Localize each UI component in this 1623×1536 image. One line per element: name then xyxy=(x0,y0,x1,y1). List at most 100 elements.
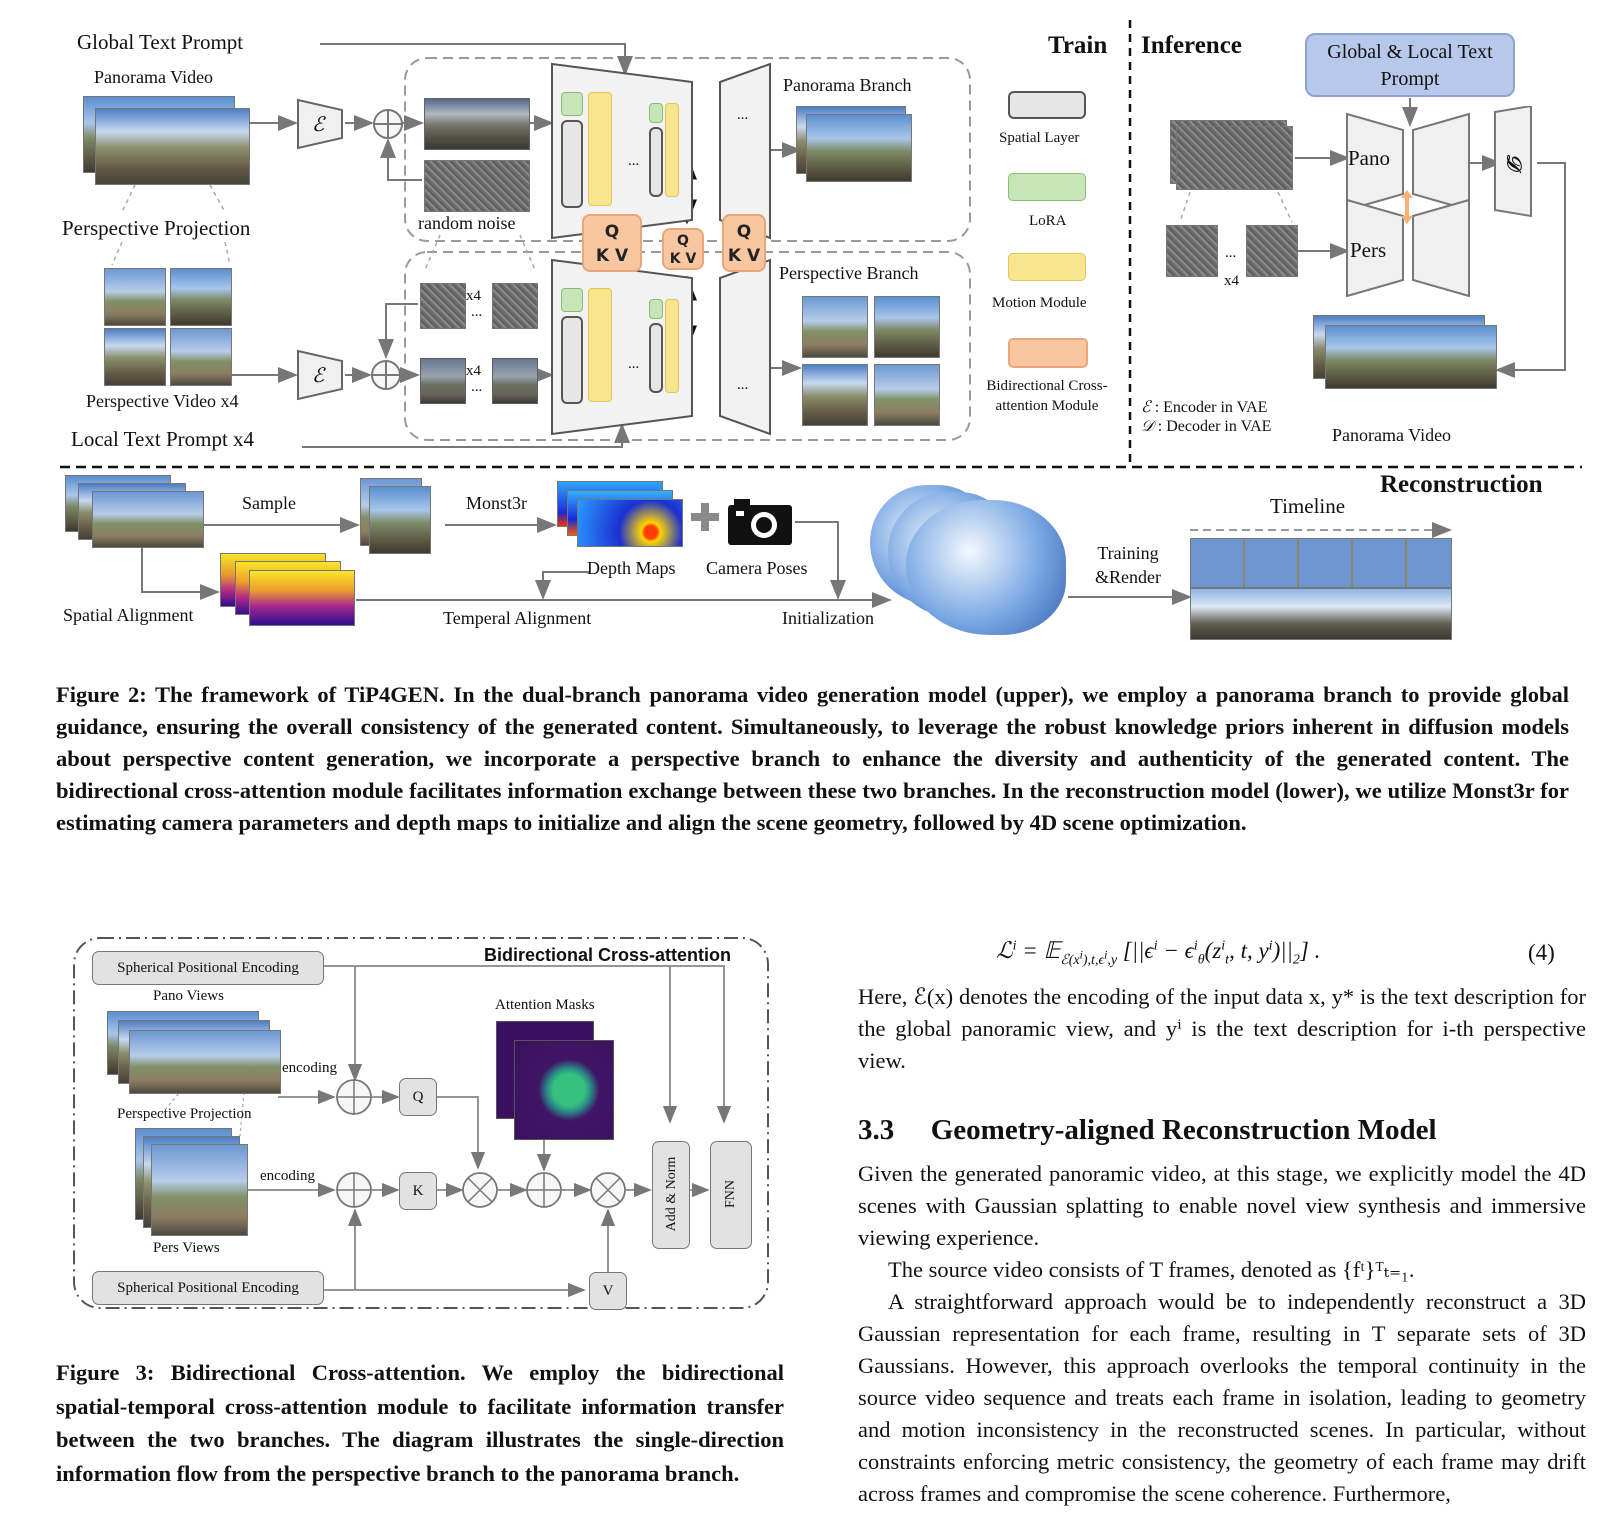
fig3-v-box: V xyxy=(589,1272,627,1310)
lora-layer-top-2 xyxy=(649,103,663,123)
inference-dots: ... xyxy=(1225,245,1237,261)
legend-lora-swatch xyxy=(1008,173,1086,201)
decoder-note-text: : Decoder in VAE xyxy=(1157,418,1272,435)
pano-views-label: Pano Views xyxy=(153,988,224,1004)
timeline-strip-bottom xyxy=(1190,588,1452,640)
pers-out-4 xyxy=(874,364,940,426)
training-render-label: Training &Render xyxy=(1095,543,1161,587)
lora-layer-bottom-2 xyxy=(649,299,663,319)
encoder-note-symbol: ℰ xyxy=(1141,399,1151,416)
dots-a: ... xyxy=(471,304,483,320)
decoder-note: 𝒟 : Decoder in VAE xyxy=(1141,418,1271,436)
fig3-v-label: V xyxy=(602,1283,614,1299)
global-local-prompt-box: Global & Local Text Prompt xyxy=(1305,33,1515,97)
para-eq-explanation: Here, ℰ(x) denotes the encoding of the i… xyxy=(858,984,1586,1073)
pers-view-2 xyxy=(170,268,232,326)
fig3-add-2 xyxy=(526,1172,562,1208)
equation-4: ℒi = 𝔼ℰ(xi),t,ϵi,y [||ϵi − ϵiθ(zit, t, y… xyxy=(996,938,1321,968)
spe-top-label: Spherical Positional Encoding xyxy=(117,960,299,976)
inference-x4: x4 xyxy=(1224,273,1239,289)
qkv-q-1: Q xyxy=(604,222,620,242)
perspective-video-label: Perspective Video x4 xyxy=(86,391,239,411)
spatial-layer-top-2 xyxy=(649,127,663,197)
fig3-k-box: K xyxy=(399,1172,437,1210)
add-circle-top xyxy=(373,109,403,139)
pers-view-4 xyxy=(170,328,232,386)
section-number: 3.3 xyxy=(858,1114,895,1146)
fig3-perspective-projection-label: Perspective Projection xyxy=(117,1106,252,1122)
section-heading: 3.3 Geometry-aligned Reconstruction Mode… xyxy=(858,1114,1437,1147)
camera-poses-label: Camera Poses xyxy=(706,558,808,578)
legend-spatial-swatch xyxy=(1008,91,1086,119)
equation-number: (4) xyxy=(1528,940,1555,965)
para-source-video: The source video consists of T frames, d… xyxy=(888,1257,1415,1282)
fig3-add-top xyxy=(336,1079,372,1115)
attention-mask-2 xyxy=(514,1040,614,1140)
encoding-label-bottom: encoding xyxy=(260,1168,315,1184)
panorama-input-front xyxy=(95,108,250,185)
pers-latent-b xyxy=(492,358,538,404)
qkv-q-2: Q xyxy=(677,233,689,249)
decoder-note-symbol: 𝒟 xyxy=(1141,418,1154,435)
depth-maps-label: Depth Maps xyxy=(587,558,676,578)
spatial-layer-bottom-2 xyxy=(649,323,663,393)
legend-motion-swatch xyxy=(1008,253,1086,281)
temporal-alignment-label: Temperal Alignment xyxy=(443,608,592,628)
qkv-q-3: Q xyxy=(736,222,752,242)
attention-masks-label: Attention Masks xyxy=(495,997,595,1013)
perspective-branch-label: Perspective Branch xyxy=(779,263,919,283)
legend-bidir-label: Bidirectional Cross-attention Module xyxy=(986,378,1108,414)
spatial-alignment-label: Spatial Alignment xyxy=(63,605,194,625)
inference-unets xyxy=(1346,106,1532,298)
figure2-caption: Figure 2: The framework of TiP4GEN. In t… xyxy=(56,682,1569,835)
inference-output-front xyxy=(1325,325,1497,389)
pers-latent-a xyxy=(420,358,466,404)
fig3-k-label: K xyxy=(412,1183,424,1199)
inference-pers-noise-b xyxy=(1246,225,1298,277)
legend-bidir-swatch xyxy=(1008,338,1088,368)
add-norm-box: Add & Norm xyxy=(652,1141,690,1249)
timeline-strip-top xyxy=(1190,538,1452,588)
random-noise-label: random noise xyxy=(418,213,516,233)
legend-spatial-label: Spatial Layer xyxy=(999,130,1080,146)
fig3-title: Bidirectional Cross-attention xyxy=(484,945,732,965)
qkv-block-2: Q K V xyxy=(662,228,704,270)
dots-bottom-unet: ... xyxy=(628,356,640,372)
encoder-note-text: : Encoder in VAE xyxy=(1154,399,1268,416)
qkv-block-3: Q K V xyxy=(722,214,766,272)
inference-pano-label: Pano xyxy=(1348,146,1390,170)
x4-label-b: x4 xyxy=(466,363,481,379)
encoder-bottom: ℰ xyxy=(297,349,343,401)
motion-layer-bottom-1 xyxy=(588,288,612,402)
global-local-prompt-text: Global & Local Text Prompt xyxy=(1327,41,1493,90)
inference-output-label: Panorama Video xyxy=(1332,425,1452,445)
pers-out-1 xyxy=(802,296,868,358)
inference-label: Inference xyxy=(1141,32,1242,59)
sample-view-2 xyxy=(369,486,431,554)
gaussian-scene-3 xyxy=(906,500,1066,635)
spe-bottom-label: Spherical Positional Encoding xyxy=(117,1280,299,1296)
inference-pano-noise xyxy=(1176,126,1293,190)
fig3-q-box: Q xyxy=(399,1078,437,1116)
spatial-layer-bottom-1 xyxy=(561,316,583,404)
pers-views-label: Pers Views xyxy=(153,1240,220,1256)
pers-view-1 xyxy=(104,268,166,326)
dots-top-right: ... xyxy=(737,107,749,123)
plus-icon xyxy=(691,503,719,531)
panorama-branch-label: Panorama Branch xyxy=(783,75,912,95)
motion-layer-top-2 xyxy=(665,103,679,197)
qkv-kv-3: K V xyxy=(727,246,761,266)
inference-pers-noise-a xyxy=(1166,225,1218,277)
encoding-label-top: encoding xyxy=(282,1060,337,1076)
initialization-label: Initialization xyxy=(782,608,874,628)
motion-layer-bottom-2 xyxy=(665,299,679,393)
motion-layer-top-1 xyxy=(588,92,612,206)
fig3-add-mid xyxy=(336,1172,372,1208)
panorama-video-label: Panorama Video xyxy=(94,67,214,87)
lora-layer-top-1 xyxy=(561,92,583,116)
timeline-label: Timeline xyxy=(1270,494,1346,518)
local-text-prompt-label: Local Text Prompt x4 xyxy=(71,427,255,451)
fig3-mul-1 xyxy=(462,1172,498,1208)
perspective-projection-label: Perspective Projection xyxy=(62,216,251,240)
spe-bottom-box: Spherical Positional Encoding xyxy=(92,1271,324,1305)
